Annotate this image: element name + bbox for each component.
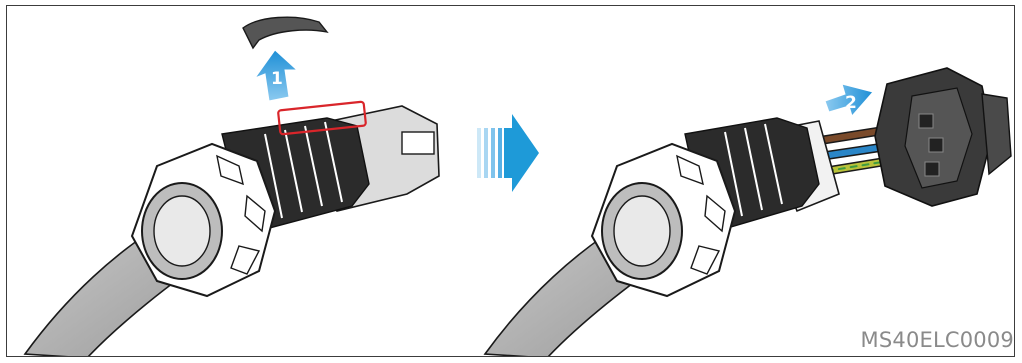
diagram-frame: 1 [6, 5, 1015, 357]
left-connector [25, 102, 439, 357]
transition-arrow-icon [477, 114, 539, 192]
step-2-number: 2 [845, 93, 857, 113]
figure-id: MS40ELC0009 [855, 328, 1014, 352]
left-latch-tab [402, 132, 434, 154]
connector-disassembly-illustration: 1 [7, 6, 1015, 357]
removed-latch-clip [243, 17, 327, 48]
terminal-insert [875, 68, 1011, 206]
step-1-number: 1 [271, 69, 283, 89]
step-1-arrow: 1 [255, 50, 297, 101]
right-connector [485, 118, 919, 357]
step-2-arrow: 2 [825, 84, 873, 116]
